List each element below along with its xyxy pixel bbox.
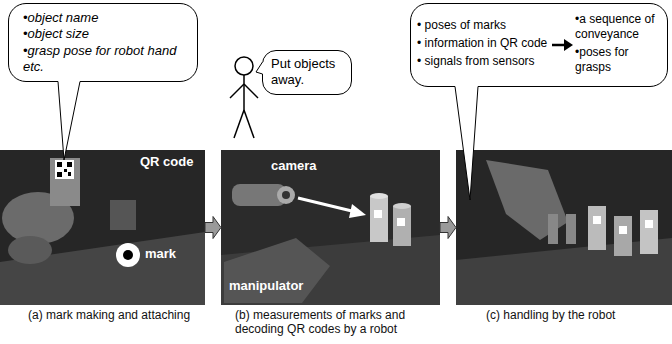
photo-label: mark xyxy=(145,246,176,262)
photo-b-image xyxy=(221,150,440,305)
speech-bubble: •object name•object size•grasp pose for … xyxy=(8,3,198,82)
speech-bubble: • poses of marks • information in QR code… xyxy=(410,3,668,87)
photo-c-image xyxy=(456,150,672,305)
bubble-text: •object name xyxy=(23,10,183,26)
bubble-text: Put objects away. xyxy=(271,56,343,89)
caption: (b) measurements of marks and decoding Q… xyxy=(235,308,440,337)
speech-bubble: Put objects away. xyxy=(262,50,352,95)
photo-panel: QR codemark(a) mark making and attaching xyxy=(0,150,205,305)
person-figure xyxy=(230,57,258,138)
photo-label: manipulator xyxy=(229,278,303,294)
bubble-tail xyxy=(455,85,478,201)
caption: (a) mark making and attaching xyxy=(28,308,203,322)
bubble-text: • poses of marks xyxy=(417,18,549,33)
bubble-text: •grasp pose for robot hand etc. xyxy=(23,43,183,76)
bubble-tail-outline xyxy=(58,82,80,161)
bubble-text: •a sequence of conveyance xyxy=(575,12,659,42)
text-column: • poses of marks • information in QR code… xyxy=(417,18,549,72)
bubble-text: •object size xyxy=(23,26,183,42)
bubble-text: •poses for grasps xyxy=(575,45,659,75)
flow-arrow xyxy=(205,217,221,239)
caption: (c) handling by the robot xyxy=(486,308,671,322)
bubble-text: • signals from sensors xyxy=(417,54,549,69)
photo-a-image xyxy=(0,150,205,305)
photo-panel: (c) handling by the robot xyxy=(456,150,672,305)
bubble-text: • information in QR code xyxy=(417,36,549,51)
bubble-tail-outline xyxy=(256,62,263,74)
bubble-tail xyxy=(256,62,265,74)
arrow-symbol xyxy=(549,37,575,53)
photo-label: QR code xyxy=(140,154,193,170)
photo-panel: cameramanipulator(b) measurements of mar… xyxy=(221,150,440,305)
text-column: •a sequence of conveyance•poses for gras… xyxy=(575,12,659,78)
bubble-tail xyxy=(58,80,80,161)
flow-arrow xyxy=(440,217,456,239)
photo-label: camera xyxy=(271,158,317,174)
bubble-tail-outline xyxy=(455,87,478,201)
